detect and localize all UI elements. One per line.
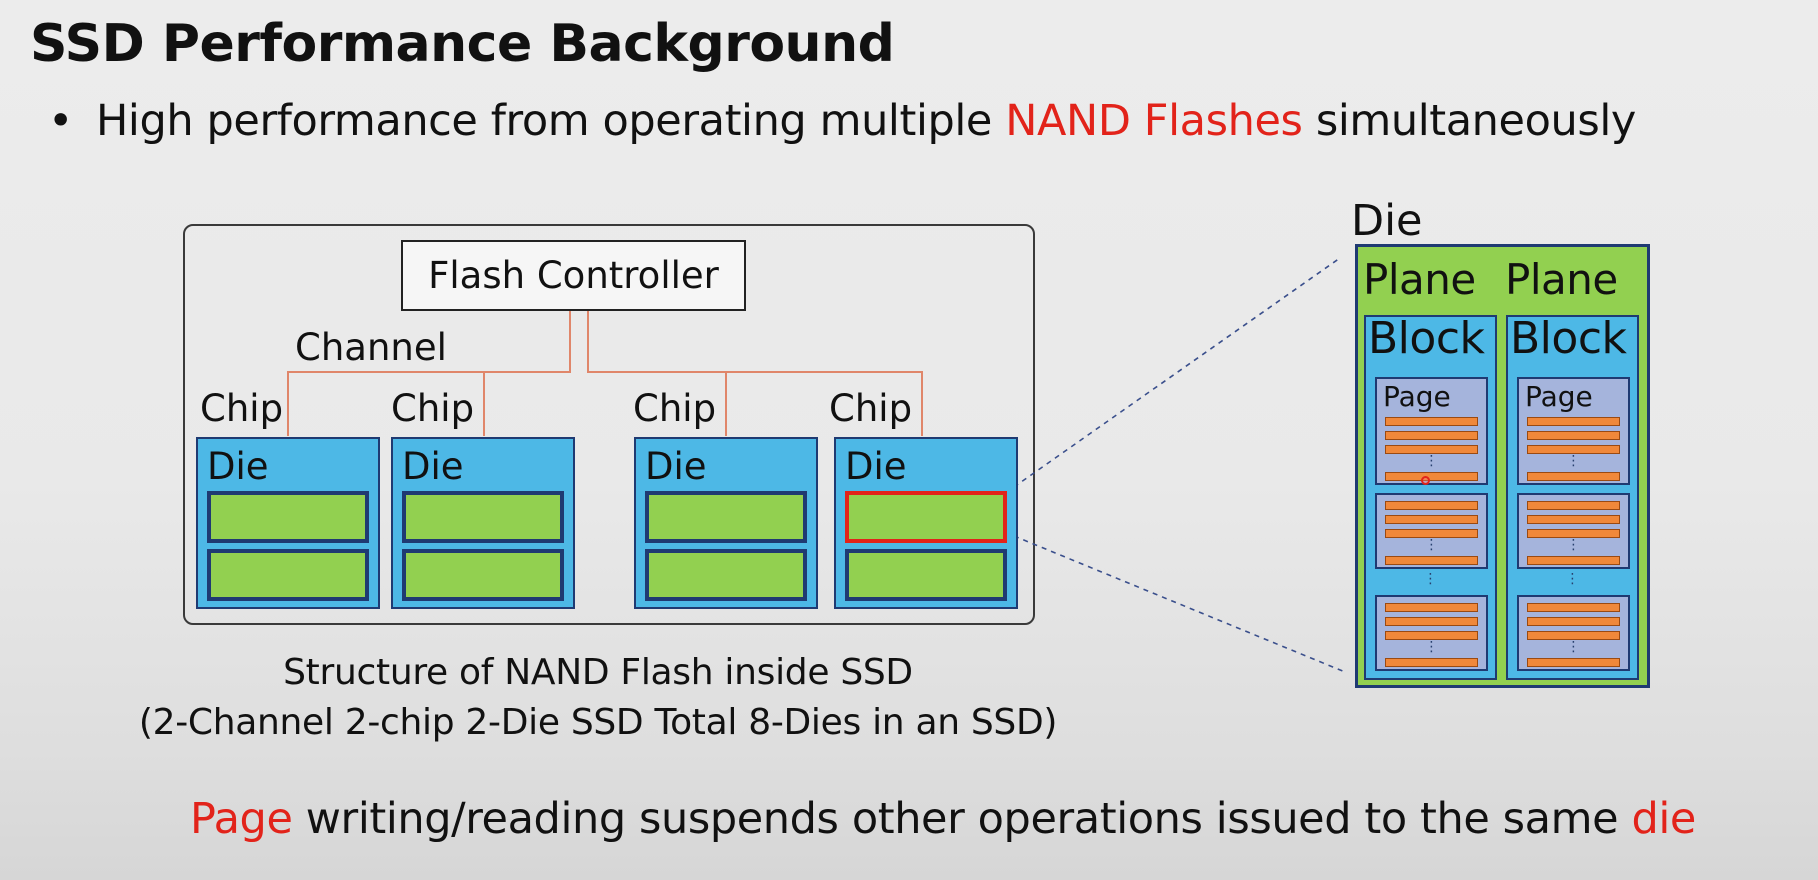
page-group: ⋮ bbox=[1517, 595, 1630, 671]
die-label: Die bbox=[845, 445, 907, 488]
page-bar bbox=[1385, 617, 1478, 626]
block-2: Block Page ⋮ ⋮ ⋮ ⋮ bbox=[1506, 313, 1639, 680]
chip-1-die: Die bbox=[196, 437, 380, 609]
bullet-highlight-nand-flashes: NAND Flashes bbox=[1005, 96, 1303, 146]
page-ellipsis: ⋮ bbox=[1424, 537, 1439, 553]
block-1: Block Page ⋮ ⋮ ⋮ ⋮ bbox=[1364, 313, 1497, 680]
page-ellipsis: ⋮ bbox=[1566, 537, 1581, 553]
page-bar bbox=[1527, 529, 1620, 538]
pointer-cursor-icon bbox=[1421, 476, 1430, 485]
page-bar bbox=[1527, 472, 1620, 481]
die-plane bbox=[645, 549, 807, 601]
channel-wire-1-chip-1 bbox=[287, 311, 571, 436]
bullet-marker: • bbox=[48, 96, 73, 146]
chip-label-3: Chip bbox=[633, 387, 717, 430]
plane-label-2: Plane bbox=[1505, 255, 1618, 304]
page-bar bbox=[1385, 556, 1478, 565]
diagram-caption: Structure of NAND Flash inside SSD (2-Ch… bbox=[96, 648, 1100, 748]
bullet-text-after: simultaneously bbox=[1302, 96, 1637, 146]
zoom-line-top bbox=[1013, 257, 1341, 488]
page-label-2: Page bbox=[1525, 380, 1593, 413]
die-detail-view: Plane Plane Block Page ⋮ ⋮ ⋮ ⋮ Block bbox=[1355, 244, 1650, 688]
block-ellipsis: ⋮ bbox=[1423, 571, 1438, 587]
bottom-text-middle: writing/reading suspends other operation… bbox=[292, 794, 1632, 844]
block-label-2: Block bbox=[1510, 313, 1627, 364]
die-plane bbox=[845, 549, 1007, 601]
block-ellipsis: ⋮ bbox=[1565, 571, 1580, 587]
page-group: Page ⋮ bbox=[1517, 377, 1630, 485]
zoom-lines bbox=[1013, 257, 1346, 673]
page-bar bbox=[1527, 417, 1620, 426]
page-ellipsis: ⋮ bbox=[1566, 639, 1581, 655]
page-bar bbox=[1527, 445, 1620, 454]
page-group: ⋮ bbox=[1375, 595, 1488, 671]
page-bar bbox=[1527, 631, 1620, 640]
channel-label: Channel bbox=[295, 326, 447, 369]
chip-2-die: Die bbox=[391, 437, 575, 609]
bullet-text-before: High performance from operating multiple bbox=[96, 96, 1006, 146]
die-label: Die bbox=[645, 445, 707, 488]
die-plane bbox=[645, 491, 807, 543]
flash-controller-label: Flash Controller bbox=[428, 254, 719, 297]
bottom-highlight-die: die bbox=[1631, 794, 1696, 844]
page-bar bbox=[1527, 617, 1620, 626]
die-label: Die bbox=[207, 445, 269, 488]
bullet-point: • High performance from operating multipl… bbox=[48, 96, 1636, 146]
page-group: ⋮ bbox=[1517, 493, 1630, 569]
page-bar bbox=[1385, 472, 1478, 481]
page-ellipsis: ⋮ bbox=[1424, 453, 1439, 469]
bottom-highlight-page: Page bbox=[190, 794, 293, 844]
page-bar bbox=[1385, 529, 1478, 538]
page-bar bbox=[1385, 631, 1478, 640]
ssd-enclosure bbox=[183, 224, 1035, 625]
page-group: ⋮ bbox=[1375, 493, 1488, 569]
caption-line-1: Structure of NAND Flash inside SSD bbox=[283, 652, 913, 693]
chip-label-1: Chip bbox=[200, 387, 284, 430]
page-bar bbox=[1527, 603, 1620, 612]
caption-line-2: (2-Channel 2-chip 2-Die SSD Total 8-Dies… bbox=[138, 702, 1058, 743]
block-label-1: Block bbox=[1368, 313, 1485, 364]
page-bar bbox=[1527, 501, 1620, 510]
plane-label-1: Plane bbox=[1363, 255, 1476, 304]
page-group: Page ⋮ bbox=[1375, 377, 1488, 485]
die-plane bbox=[402, 491, 564, 543]
page-bar bbox=[1385, 603, 1478, 612]
channel-wires bbox=[287, 311, 923, 436]
die-plane bbox=[402, 549, 564, 601]
page-bar bbox=[1527, 556, 1620, 565]
page-bar bbox=[1385, 417, 1478, 426]
channel-wire-2-chip-4 bbox=[587, 311, 923, 436]
page-bar bbox=[1385, 431, 1478, 440]
die-label: Die bbox=[402, 445, 464, 488]
page-label-1: Page bbox=[1383, 380, 1451, 413]
selected-die-plane bbox=[845, 491, 1007, 543]
die-plane bbox=[207, 491, 369, 543]
page-bar bbox=[1527, 431, 1620, 440]
page-bar bbox=[1385, 501, 1478, 510]
page-bar bbox=[1527, 515, 1620, 524]
page-ellipsis: ⋮ bbox=[1566, 453, 1581, 469]
chip-4-die: Die bbox=[834, 437, 1018, 609]
bottom-statement: Page writing/reading suspends other oper… bbox=[190, 794, 1696, 844]
slide-title: SSD Performance Background bbox=[30, 14, 895, 74]
chip-label-4: Chip bbox=[829, 387, 913, 430]
page-bar bbox=[1527, 658, 1620, 667]
flash-controller: Flash Controller bbox=[401, 240, 746, 311]
page-ellipsis: ⋮ bbox=[1424, 639, 1439, 655]
detail-die-label: Die bbox=[1351, 196, 1423, 246]
page-bar bbox=[1385, 515, 1478, 524]
chip-label-2: Chip bbox=[391, 387, 475, 430]
chip-3-die: Die bbox=[634, 437, 818, 609]
die-plane bbox=[207, 549, 369, 601]
page-bar bbox=[1385, 445, 1478, 454]
page-bar bbox=[1385, 658, 1478, 667]
